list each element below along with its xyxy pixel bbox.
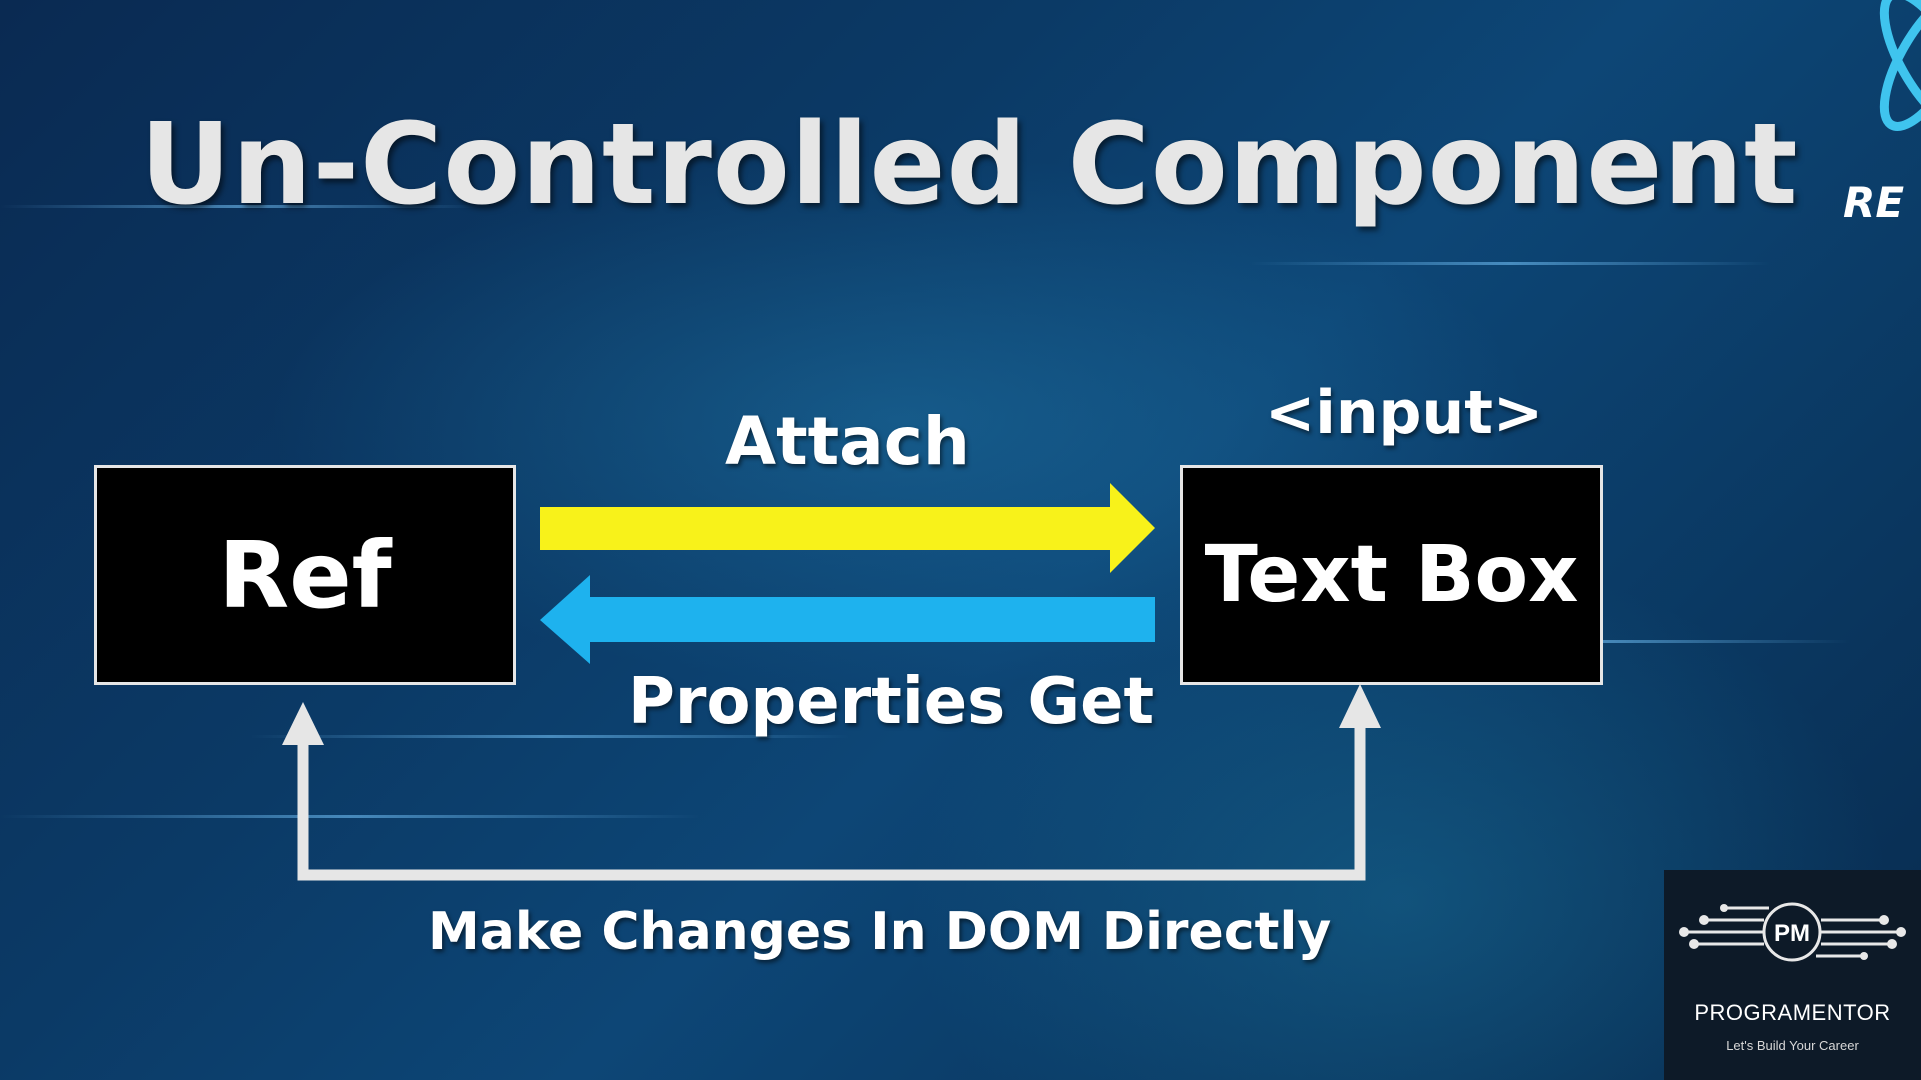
background-streak — [0, 205, 480, 208]
text-box-box: Text Box — [1180, 465, 1603, 685]
programentor-watermark: PM PROGRAMENTOR Let's Build Your Career — [1664, 870, 1921, 1080]
ref-box-label: Ref — [218, 521, 392, 629]
background-streak — [1250, 262, 1770, 265]
loop-arrowhead-right — [1339, 684, 1381, 728]
background-streak — [0, 815, 700, 818]
programentor-name: PROGRAMENTOR — [1694, 1000, 1891, 1025]
attach-arrow — [540, 483, 1155, 573]
dom-loop-arrow — [297, 720, 1366, 881]
text-box-label: Text Box — [1204, 530, 1579, 620]
loop-arrowhead-left — [282, 702, 324, 745]
properties-get-arrow — [540, 575, 1155, 664]
react-logo-text: RE — [1843, 178, 1904, 227]
input-caption: <input> — [1265, 378, 1544, 448]
slide-title: Un-Controlled Component — [140, 100, 1799, 230]
ref-box: Ref — [94, 465, 516, 685]
pm-circuit-icon: PM — [1679, 902, 1906, 962]
background-streak — [250, 735, 850, 738]
pm-emblem-text: PM — [1774, 920, 1810, 947]
dom-changes-label: Make Changes In DOM Directly — [428, 902, 1332, 962]
react-logo: RE — [1829, 0, 1921, 240]
attach-label: Attach — [725, 403, 970, 480]
properties-get-label: Properties Get — [628, 665, 1155, 739]
programentor-tagline: Let's Build Your Career — [1726, 1038, 1859, 1053]
react-atom-icon: RE — [1843, 0, 1921, 227]
